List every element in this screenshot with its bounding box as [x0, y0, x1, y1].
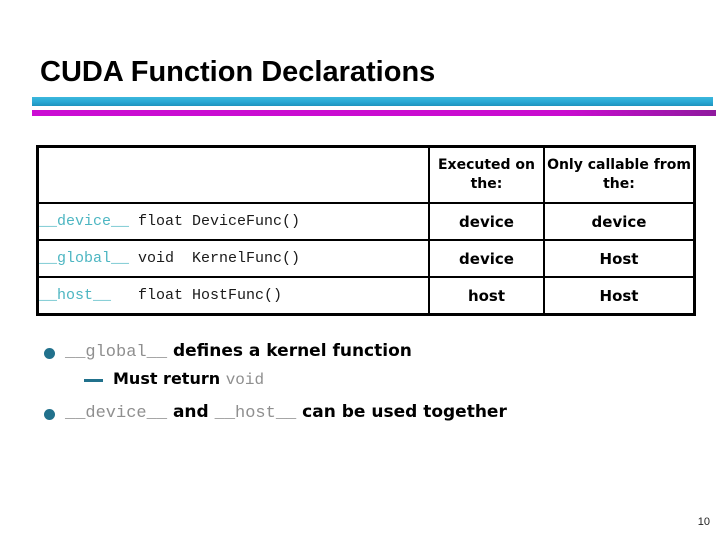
- host-code-token: __host__: [214, 404, 297, 424]
- bullet-text-segment: can be used together: [296, 402, 507, 423]
- bullet-text-segment: Must return: [113, 369, 226, 389]
- declarations-table: Executed on the: Only callable from the:…: [36, 145, 696, 316]
- bullet-item-global: __global__ defines a kernel function: [40, 341, 680, 363]
- header-callable-from: Only callable from the:: [543, 145, 696, 204]
- signature-text: float DeviceFunc(): [129, 213, 301, 230]
- void-code-token: void: [225, 371, 265, 390]
- cyan-rule-bar: [32, 97, 713, 106]
- callable-from-cell: device: [543, 202, 696, 241]
- global-code-token: __global__: [65, 343, 168, 362]
- executed-on-cell: device: [428, 202, 545, 241]
- bullet-text-segment: and: [167, 402, 215, 423]
- executed-on-cell: host: [428, 276, 545, 316]
- bullet-item-device-host: __device__ and __host__ can be used toge…: [40, 402, 680, 424]
- signature-cell: __global__ void KernelFunc(): [36, 239, 430, 278]
- dash-icon: [84, 379, 103, 383]
- bullet-text: __global__ defines a kernel function: [65, 341, 412, 363]
- header-empty: [36, 145, 430, 204]
- page-title: CUDA Function Declarations: [40, 56, 436, 88]
- signature-text: void KernelFunc(): [129, 250, 301, 267]
- bullet-icon: [44, 409, 55, 421]
- sub-bullet-item-void: Must return void: [84, 369, 680, 390]
- table-row: __global__ void KernelFunc() device Host: [36, 239, 696, 278]
- host-keyword: __host__: [39, 287, 112, 304]
- callable-from-cell: Host: [543, 239, 696, 278]
- header-executed-on: Executed on the:: [428, 145, 545, 204]
- executed-on-cell: device: [428, 239, 545, 278]
- signature-cell: __host__ float HostFunc(): [36, 276, 430, 316]
- signature-text: float HostFunc(): [111, 287, 283, 304]
- table-header-row: Executed on the: Only callable from the:: [36, 145, 696, 204]
- bullet-text: __device__ and __host__ can be used toge…: [65, 402, 507, 424]
- bullet-icon: [44, 348, 55, 359]
- page-number: 10: [697, 516, 710, 528]
- table-row: __device__ float DeviceFunc() device dev…: [36, 202, 696, 241]
- global-keyword: __global__: [39, 250, 130, 267]
- callable-from-cell: Host: [543, 276, 696, 316]
- bullet-text-segment: defines a kernel function: [167, 341, 412, 361]
- device-code-token: __device__: [65, 404, 168, 424]
- magenta-rule-bar: [32, 110, 716, 116]
- device-keyword: __device__: [39, 213, 130, 230]
- bullet-list: __global__ defines a kernel function Mus…: [40, 341, 680, 431]
- table-row: __host__ float HostFunc() host Host: [36, 276, 696, 316]
- sub-bullet-text: Must return void: [113, 369, 264, 390]
- signature-cell: __device__ float DeviceFunc(): [36, 202, 430, 241]
